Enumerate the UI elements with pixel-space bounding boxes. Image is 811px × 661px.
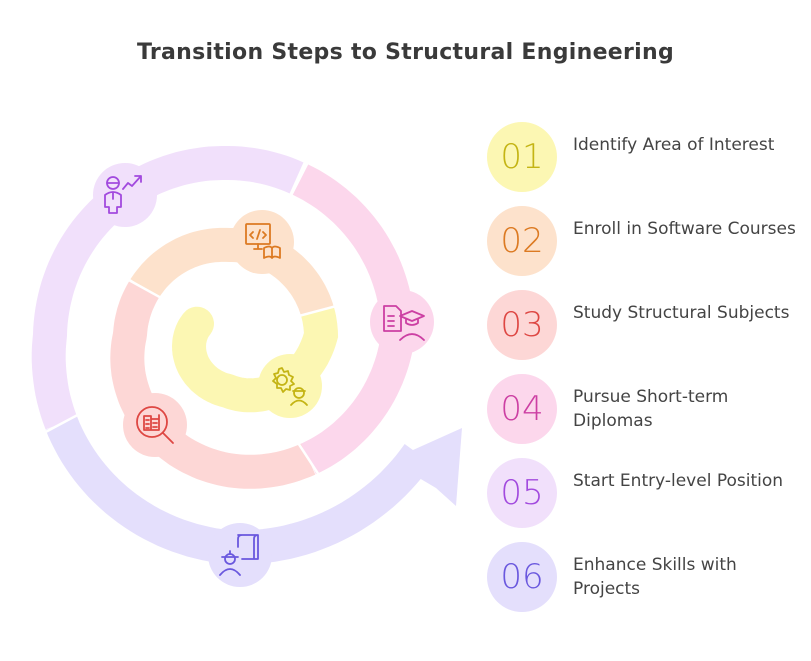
step-number-badge: 03 — [487, 290, 557, 360]
segment-divider — [297, 443, 320, 475]
icon-bubble — [208, 523, 272, 587]
segment-divider — [45, 413, 78, 434]
step-label: Pursue Short-term Diplomas — [573, 387, 729, 431]
step-number-badge: 04 — [487, 374, 557, 444]
step-label: Enroll in Software Courses — [573, 219, 796, 239]
step-label: Study Structural Subjects — [573, 303, 790, 323]
icon-bubble — [230, 210, 294, 274]
building-search-icon — [136, 406, 174, 444]
step-label: Enhance Skills with Projects — [573, 555, 737, 599]
person-growth-icon — [104, 175, 142, 214]
icon-bubble — [93, 163, 157, 227]
engineer-blueprint-icon — [219, 534, 259, 576]
page-title: Transition Steps to Structural Engineeri… — [136, 40, 675, 65]
step-number-badge: 01 — [487, 122, 557, 192]
step-label: Identify Area of Interest — [573, 135, 775, 155]
segment-divider — [128, 278, 161, 299]
arrow-head — [392, 428, 462, 506]
document-graduate-icon — [383, 305, 425, 341]
step-number-badge: 06 — [487, 542, 557, 612]
segment-divider — [299, 305, 336, 317]
step-number-badge: 05 — [487, 458, 557, 528]
step-number-badge: 02 — [487, 206, 557, 276]
icon-bubble — [370, 290, 434, 354]
step-label: Start Entry-level Position — [573, 471, 784, 491]
step-1: 01 Identify Area of Interest — [487, 122, 807, 192]
step-5: 05 Start Entry-level Position — [487, 458, 807, 528]
step-2: 02 Enroll in Software Courses — [487, 206, 807, 276]
step-4: 04 Pursue Short-term Diplomas — [487, 374, 807, 444]
code-monitor-book-icon — [245, 223, 281, 259]
step-6: 06 Enhance Skills with Projects — [487, 542, 807, 612]
segment-divider — [289, 161, 307, 196]
spiral-segment-5 — [31, 146, 305, 430]
step-3: 03 Study Structural Subjects — [487, 290, 807, 360]
icon-bubble — [123, 393, 187, 457]
spiral-segment-2 — [130, 227, 334, 316]
gear-engineer-icon — [272, 367, 308, 406]
